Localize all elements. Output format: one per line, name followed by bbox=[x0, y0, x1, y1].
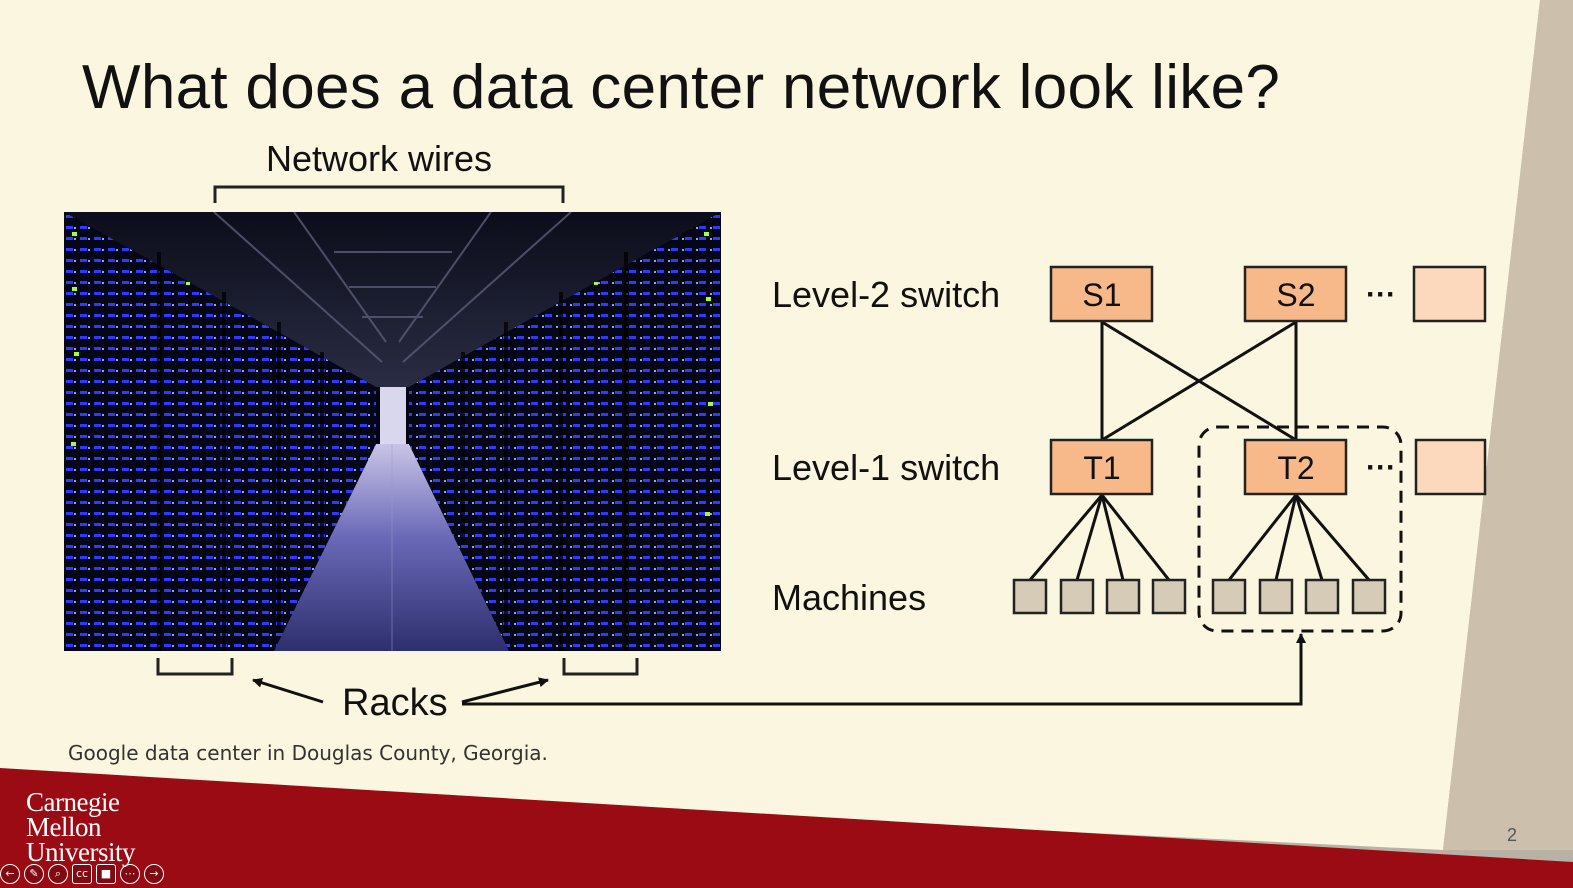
machines-label: Machines bbox=[772, 577, 927, 618]
slideshow-controls: ← ✎ ⌕ cc ■ ⋯ → bbox=[0, 862, 164, 886]
racks-label: Racks bbox=[342, 682, 448, 724]
cmu-logo: Carnegie Mellon University bbox=[26, 787, 136, 867]
footer-band bbox=[0, 768, 1573, 888]
slide-title: What does a data center network look lik… bbox=[82, 53, 1281, 122]
photo-caption: Google data center in Douglas County, Ge… bbox=[68, 741, 548, 765]
pen-icon[interactable]: ✎ bbox=[24, 864, 44, 884]
level-2-switch-label: Level-2 switch bbox=[772, 274, 1001, 315]
logo-line-1: Carnegie bbox=[26, 787, 120, 817]
video-icon[interactable]: ■ bbox=[96, 864, 116, 884]
level-1-switch-label: Level-1 switch bbox=[772, 447, 1001, 488]
more-icon[interactable]: ⋯ bbox=[120, 864, 140, 884]
back-icon[interactable]: ← bbox=[0, 864, 20, 884]
data-center-photo bbox=[64, 212, 721, 651]
captions-icon[interactable]: cc bbox=[72, 864, 92, 884]
logo-line-3: University bbox=[26, 837, 136, 867]
page-number: 2 bbox=[1507, 825, 1518, 845]
logo-line-2: Mellon bbox=[26, 812, 102, 842]
zoom-icon[interactable]: ⌕ bbox=[48, 864, 68, 884]
forward-icon[interactable]: → bbox=[144, 864, 164, 884]
network-wires-label: Network wires bbox=[266, 138, 493, 179]
